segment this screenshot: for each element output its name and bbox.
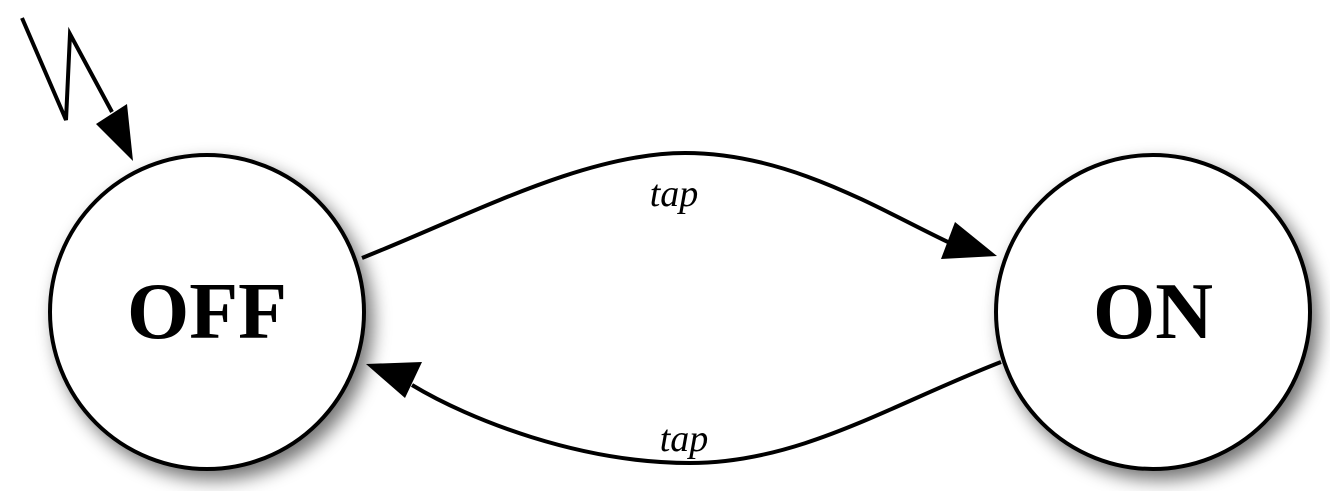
state-on: ON xyxy=(994,153,1312,471)
state-off-label: OFF xyxy=(127,268,287,356)
state-off-circle xyxy=(48,153,366,471)
lightning-bolt-arrow-icon xyxy=(20,17,114,121)
transition-on-to-off: tap xyxy=(366,360,1002,466)
transition-off-to-on: tap xyxy=(361,150,997,260)
transition-off-to-on-label: tap xyxy=(650,173,699,215)
state-on-circle xyxy=(994,153,1312,471)
initial-state-arrow xyxy=(20,17,133,161)
state-on-label: ON xyxy=(1093,268,1213,356)
initial-arrowhead xyxy=(96,104,133,161)
transition-off-to-on-arrowhead xyxy=(941,222,997,259)
state-off: OFF xyxy=(48,153,366,471)
transition-on-to-off-label: tap xyxy=(660,418,709,460)
transition-on-to-off-path xyxy=(410,360,1002,466)
transition-off-to-on-path xyxy=(361,150,951,260)
transition-on-to-off-arrowhead xyxy=(366,362,422,398)
